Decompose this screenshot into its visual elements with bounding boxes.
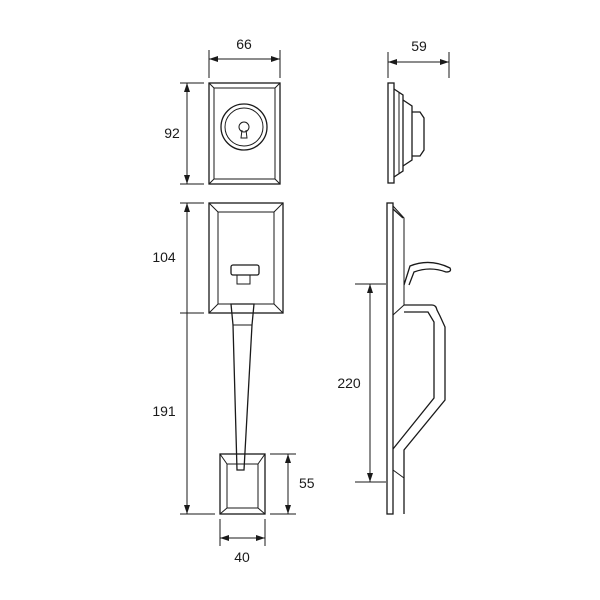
dimension-label-55: 55 xyxy=(299,475,315,491)
side-thumb-lever xyxy=(403,261,452,286)
side-deadbolt-collar xyxy=(402,99,413,167)
dimension-handle-length: 191 xyxy=(152,313,215,515)
deadbolt-plate-inner xyxy=(213,87,276,180)
lower-plate-inner xyxy=(226,463,259,509)
deadbolt-plate-outer xyxy=(208,82,281,185)
dimension-label-92: 92 xyxy=(164,125,180,141)
side-backplate xyxy=(386,202,394,515)
dimension-label-220: 220 xyxy=(337,375,361,391)
dimension-deadbolt-width: 66 xyxy=(208,36,281,78)
side-deadbolt-thumbturn xyxy=(412,111,425,157)
dimension-label-104: 104 xyxy=(152,249,176,265)
dimension-side-handle-length: 220 xyxy=(337,283,386,483)
dimension-thumb-plate-width: 40 xyxy=(219,519,266,565)
side-handle-outer xyxy=(403,304,446,514)
lower-plate-outer xyxy=(219,453,266,515)
dimension-label-191: 191 xyxy=(152,403,176,419)
front-handleset xyxy=(208,202,284,515)
deadbolt-cylinder-inner xyxy=(224,107,264,147)
dimension-label-40: 40 xyxy=(234,549,250,565)
upper-plate-outer xyxy=(208,202,284,314)
side-deadbolt xyxy=(387,82,425,184)
side-handleset xyxy=(386,202,452,515)
deadbolt-cylinder-outer xyxy=(220,103,268,151)
handle-grip xyxy=(230,303,255,471)
side-deadbolt-plate xyxy=(387,82,395,184)
dimension-deadbolt-depth: 59 xyxy=(387,38,450,78)
side-handle-inner xyxy=(392,311,435,450)
dimension-upper-plate-height: 104 xyxy=(152,202,204,314)
dimension-thumb-plate-height: 55 xyxy=(270,453,315,515)
keyhole-icon xyxy=(238,121,250,133)
thumb-latch-base xyxy=(236,274,251,285)
front-deadbolt xyxy=(208,82,281,185)
dimension-label-66: 66 xyxy=(236,36,252,52)
dimension-label-59: 59 xyxy=(411,38,427,54)
keyhole-slot xyxy=(240,129,248,139)
thumb-latch-icon xyxy=(230,264,260,276)
dimension-deadbolt-height: 92 xyxy=(164,82,204,185)
upper-plate-inner xyxy=(217,211,275,305)
